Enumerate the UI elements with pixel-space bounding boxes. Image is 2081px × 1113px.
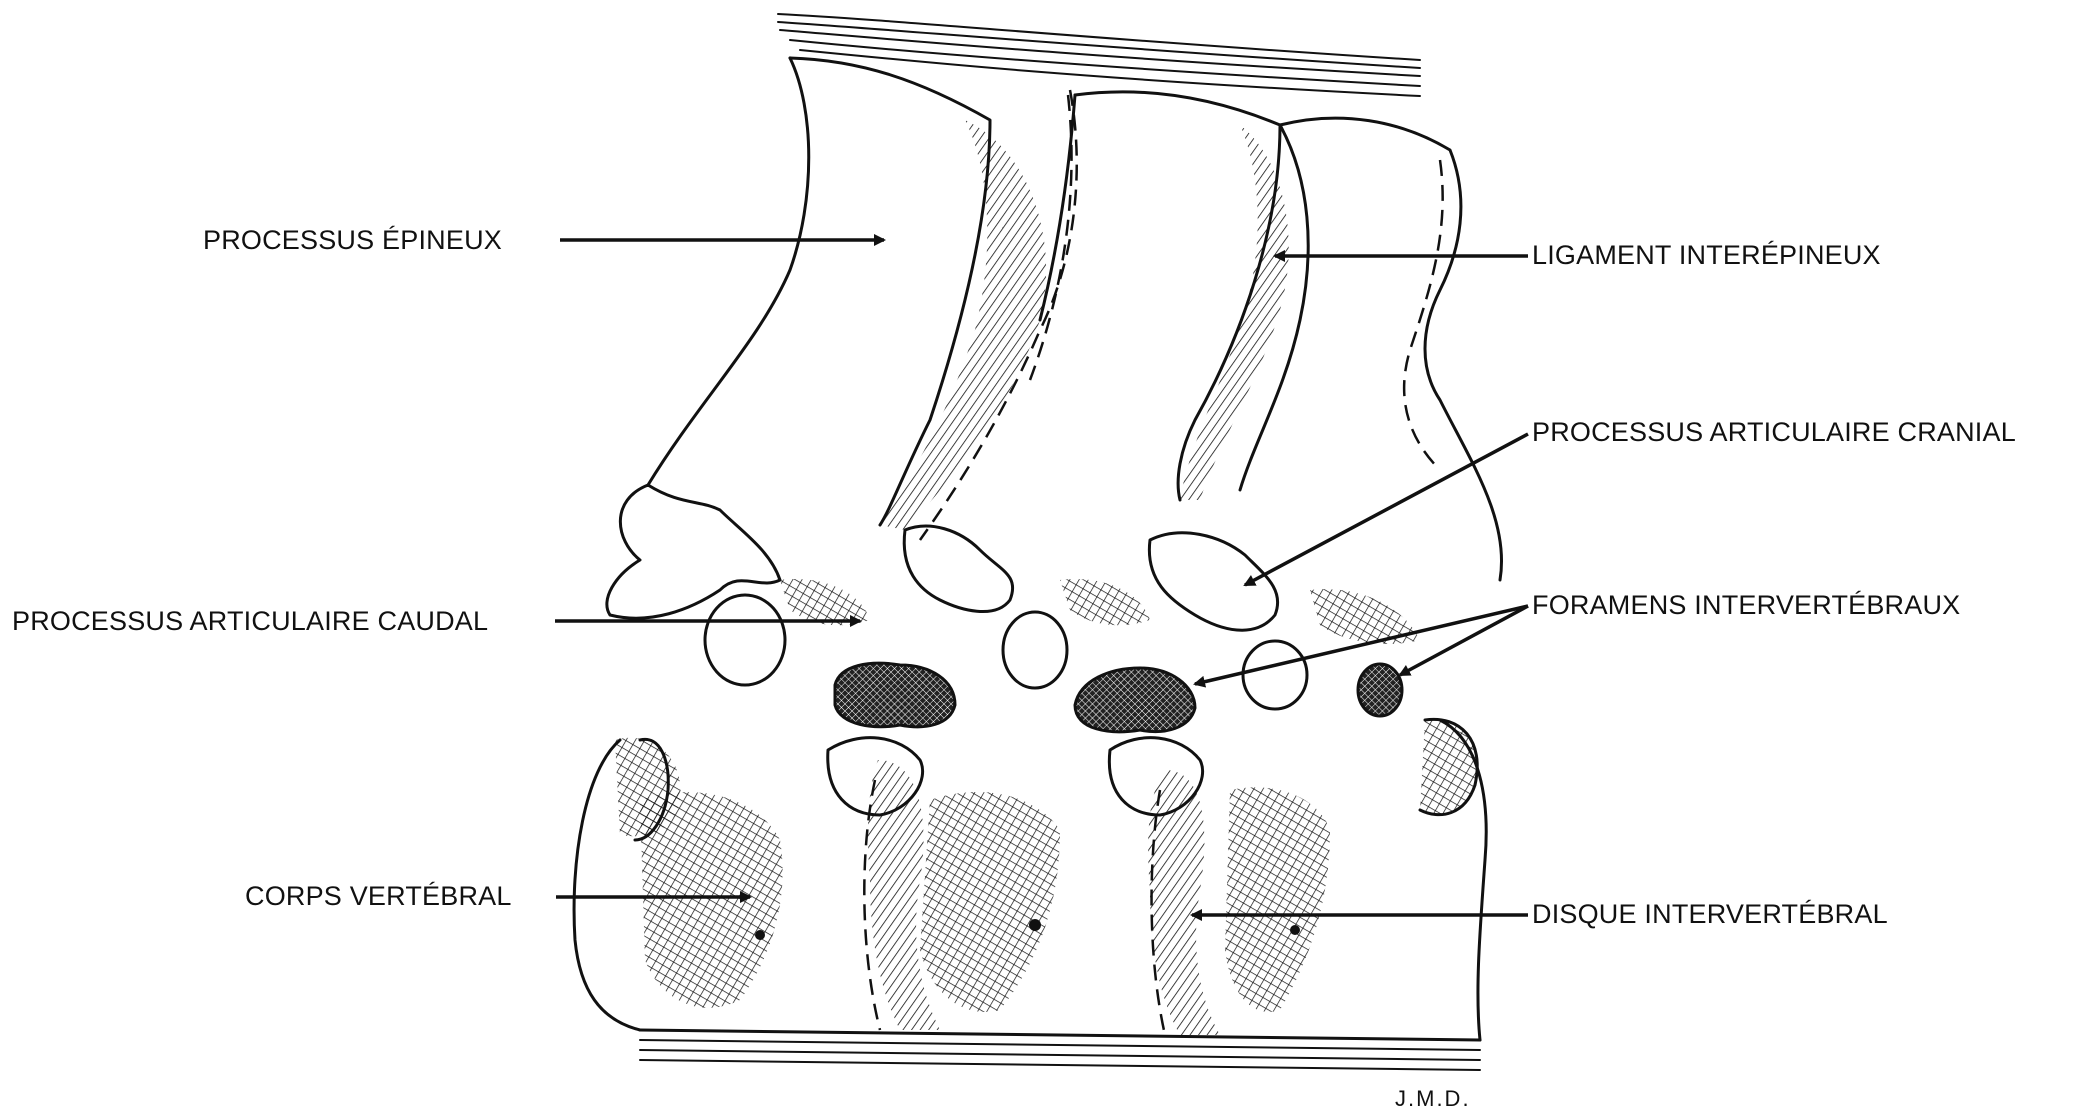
leader-foramens-intervertebraux-b [1400,606,1528,675]
artist-signature: J.M.D. [1395,1086,1471,1111]
intervertebral-disc-2 [1148,770,1220,1035]
label-processus-articulaire-caudal-group: PROCESSUS ARTICULAIRE CAUDAL [12,606,860,636]
foramen-hollow-1 [705,595,785,685]
label-ligament-interepineux: LIGAMENT INTERÉPINEUX [1532,240,1881,270]
foramen-dark-1 [835,663,955,727]
interspinous-ligament-1 [880,90,1077,540]
interspinous-ligament-2 [1180,125,1289,500]
vertebral-body-3 [1225,787,1330,1012]
ventral-longitudinal-ligament [640,1040,1480,1070]
leader-processus-articulaire-cranial [1245,434,1528,585]
label-corps-vertebral: CORPS VERTÉBRAL [245,881,512,911]
foramen-hollow-2 [1003,612,1067,688]
cranial-articular-process-1 [904,526,1150,625]
foramen-hollow-3 [1243,641,1307,709]
label-foramens-intervertebraux-group: FORAMENS INTERVERTÉBRAUX [1195,590,1960,684]
caudal-articular-process-1 [607,485,870,625]
label-processus-articulaire-caudal: PROCESSUS ARTICULAIRE CAUDAL [12,606,488,636]
spinous-process-2 [1030,92,1280,500]
cranial-articular-process-2 [1149,533,1420,644]
label-ligament-interepineux-group: LIGAMENT INTERÉPINEUX [1275,240,1881,270]
label-processus-articulaire-cranial: PROCESSUS ARTICULAIRE CRANIAL [1532,417,2016,447]
vertebrae-illustration [574,14,1502,1070]
label-foramens-intervertebraux: FORAMENS INTERVERTÉBRAUX [1532,590,1960,620]
label-processus-epineux: PROCESSUS ÉPINEUX [203,225,502,255]
supraspinous-ligament [778,14,1420,96]
foramen-dark-3 [1358,664,1402,716]
foramen-dark-2 [1075,668,1195,732]
label-disque-intervertebral: DISQUE INTERVERTÉBRAL [1532,899,1888,929]
label-processus-articulaire-cranial-group: PROCESSUS ARTICULAIRE CRANIAL [1245,417,2016,585]
label-processus-epineux-group: PROCESSUS ÉPINEUX [203,225,884,255]
